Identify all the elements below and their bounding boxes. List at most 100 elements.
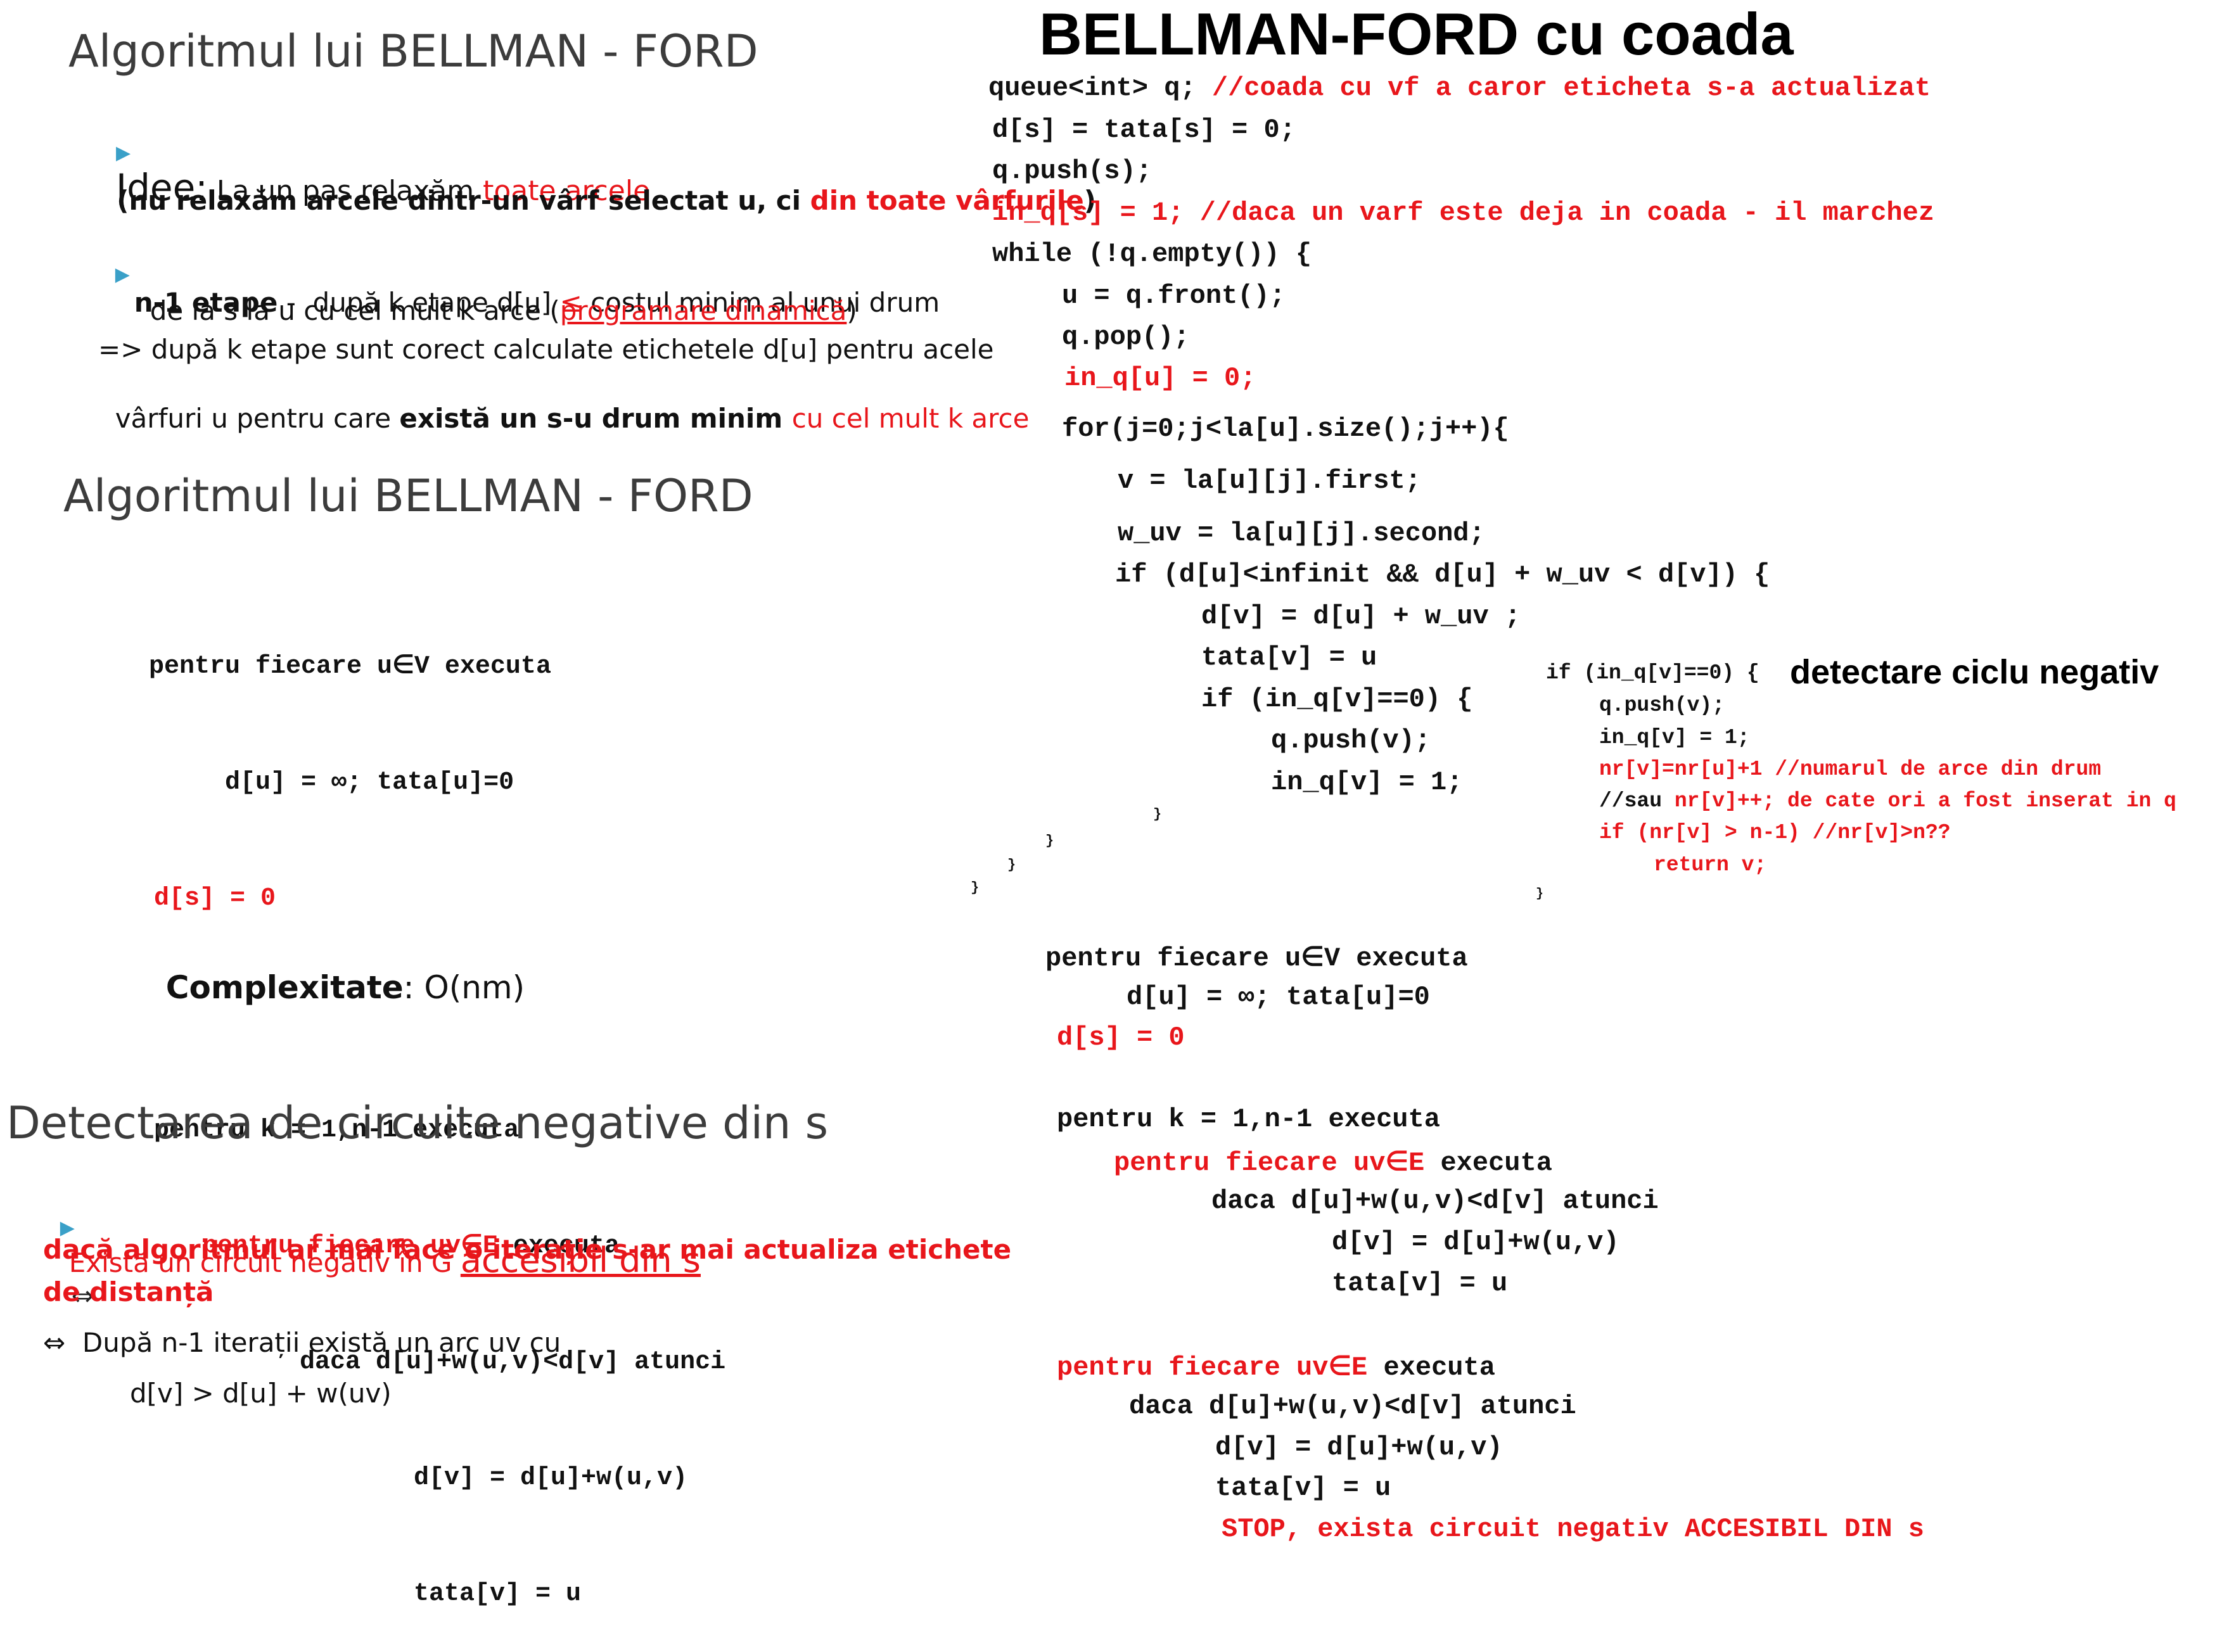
side-snippet: if (in_q[v]==0) { detectare ciclu negati… bbox=[1536, 652, 2176, 901]
code-line: q.pop(); bbox=[1062, 322, 1190, 352]
code-line-red: in_q[u] = 0; bbox=[1064, 363, 1256, 393]
bullet-arrow-icon: ▶ bbox=[60, 1217, 75, 1239]
stages-leq: ≤ bbox=[559, 287, 582, 318]
code-brace: } bbox=[971, 880, 980, 896]
idea-paren-a: (nu relaxăm arcele dintr-un vârf selecta… bbox=[117, 185, 810, 216]
iff-symbol: ⇔ bbox=[71, 1280, 94, 1311]
section3-bullet-text: Există un circuit negativ în G bbox=[68, 1247, 461, 1278]
section3-line2: dacă algoritmul ar mai face o iterație s… bbox=[43, 1234, 1012, 1265]
code-line: tata[v] = u bbox=[1201, 642, 1377, 673]
code-brace: } bbox=[1045, 833, 1054, 849]
code-inner-red: pentru fiecare uv∈E bbox=[202, 1232, 498, 1261]
code-line: pentru k = 1,n-1 executa bbox=[1057, 1104, 1440, 1134]
code-line: d[v] = d[u]+w(u,v) bbox=[1215, 1432, 1503, 1463]
code-brace: } bbox=[1153, 806, 1162, 822]
idea-text: La un pas relaxăm bbox=[207, 175, 483, 207]
code-line: q.push(v); bbox=[1271, 725, 1431, 756]
idea-label: Idee: bbox=[115, 166, 208, 209]
code-line-red: in_q[s] = 1; //daca un varf este deja in… bbox=[992, 198, 1935, 228]
code-line: if (d[u]<infinit && d[u] + w_uv < d[v]) … bbox=[1115, 559, 1770, 590]
code-red: pentru fiecare uv∈E bbox=[1114, 1148, 1425, 1178]
side-sau: //sau nr[v]++; de cate ori a fost insera… bbox=[1599, 789, 2176, 813]
complexity-value: : O(nm) bbox=[403, 969, 525, 1006]
code-line: for(j=0;j<la[u].size();j++){ bbox=[1062, 414, 1509, 444]
queue-code: queue<int> q; //coada cu vf a caror etic… bbox=[971, 73, 1934, 896]
idea-paren: (nu relaxăm arcele dintr-un vârf selecta… bbox=[98, 154, 1096, 216]
stages-bullet: ▶ n-1 etape - după k etape d[u] ≤ costul… bbox=[98, 225, 940, 318]
code-line: queue<int> q; //coada cu vf a caror etic… bbox=[988, 73, 1931, 103]
code-line: u = q.front(); bbox=[1062, 281, 1286, 311]
side-if-nr: if (nr[v] > n-1) //nr[v]>n?? bbox=[1599, 821, 1951, 844]
code-line: q.push(s); bbox=[992, 156, 1153, 186]
code-inner: pentru fiecare uv∈E executa bbox=[202, 1227, 725, 1266]
section3-line4: ⇔ După n-1 iterații există un arc uv cu bbox=[43, 1327, 561, 1358]
conclusion-line2-b: există un s-u drum minim bbox=[399, 403, 792, 434]
section2-title: Algoritmul lui BELLMAN - FORD bbox=[63, 470, 753, 522]
bullet-arrow-icon: ▶ bbox=[115, 264, 130, 286]
code-black: executa bbox=[1424, 1148, 1552, 1178]
queue-title: BELLMAN-FORD cu coada bbox=[1039, 1, 1794, 67]
code-line: pentru fiecare u∈V executa bbox=[149, 652, 551, 681]
section3-line3: de distanță bbox=[43, 1276, 214, 1307]
code-brace: } bbox=[1007, 857, 1016, 873]
code-assign2: tata[v] = u bbox=[414, 1580, 582, 1608]
idea-paren-b: ) bbox=[1083, 185, 1096, 216]
section3-bullet: ▶ Există un circuit negativ în G accesib… bbox=[43, 1178, 701, 1311]
code-line: pentru fiecare uv∈E executa bbox=[1114, 1145, 1552, 1178]
stages-line2: de la s la u cu cel mult k arce (program… bbox=[133, 264, 857, 326]
code-line: while (!q.empty()) { bbox=[992, 239, 1312, 269]
code-line: d[v] = d[u] + w_uv ; bbox=[1201, 601, 1521, 632]
idea-red: toate arcele bbox=[483, 175, 651, 207]
section3-line5: d[v] > d[u] + w(uv) bbox=[130, 1378, 392, 1409]
conclusion-line1: => după k etape sunt corect calculate et… bbox=[98, 334, 994, 365]
conclusion-line2: vârfuri u pentru care există un s-u drum… bbox=[98, 372, 1030, 434]
stages-link: programare dinamică bbox=[559, 295, 847, 326]
stages-bold: n-1 etape bbox=[134, 287, 278, 318]
code-red: pentru fiecare uv∈E bbox=[1057, 1352, 1368, 1383]
stages-line2-end: ) bbox=[846, 295, 857, 326]
idea-bullet: ▶ Idee: La un pas relaxăm toate arcele bbox=[98, 101, 650, 209]
stages-text2: costul minim al unui drum bbox=[582, 287, 940, 318]
stages-text: - după k etape d[u] bbox=[278, 287, 560, 318]
section2-code: pentru fiecare u∈V executa d[u] = ∞; tat… bbox=[149, 570, 725, 1652]
side-brace: } bbox=[1536, 887, 1544, 901]
section4-code: pentru fiecare u∈V executa d[u] = ∞; tat… bbox=[1045, 941, 1924, 1544]
queue-line1-black: queue<int> q; bbox=[988, 73, 1212, 103]
code-line: daca d[u]+w(u,v)<d[v] atunci bbox=[1129, 1391, 1576, 1421]
section3-bullet-link: accesibil din s bbox=[460, 1240, 701, 1280]
code-line: d[v] = d[u]+w(u,v) bbox=[1332, 1227, 1619, 1257]
code-line: v = la[u][j].first; bbox=[1118, 466, 1421, 496]
code-if: daca d[u]+w(u,v)<d[v] atunci bbox=[300, 1348, 726, 1376]
code-line: tata[v] = u bbox=[1215, 1473, 1391, 1503]
code-line: d[u] = ∞; tata[u]=0 bbox=[1127, 982, 1430, 1012]
side-nr: nr[v]=nr[u]+1 //numarul de arce din drum bbox=[1599, 758, 2102, 781]
side-push: q.push(v); bbox=[1599, 694, 1725, 717]
code-assign1: d[v] = d[u]+w(u,v) bbox=[414, 1464, 688, 1492]
code-line-red: d[s] = 0 bbox=[1057, 1022, 1185, 1053]
queue-line1-red: //coada cu vf a caror eticheta s-a actua… bbox=[1211, 73, 1931, 103]
complexity-label: Complexitate bbox=[165, 969, 404, 1006]
code-line: d[s] = tata[s] = 0; bbox=[992, 115, 1296, 145]
conclusion-line2-red: cu cel mult k arce bbox=[791, 403, 1030, 434]
side-if: if (in_q[v]==0) { bbox=[1546, 661, 1759, 685]
side-sau-red: nr[v]++; de cate ori a fost inserat in q bbox=[1674, 789, 2176, 813]
stages-line2-text: de la s la u cu cel mult k arce ( bbox=[150, 295, 560, 326]
side-inq: in_q[v] = 1; bbox=[1599, 726, 1750, 749]
code-line: pentru k = 1,n-1 executa bbox=[154, 1116, 520, 1145]
idea-paren-red: din toate vârfurile bbox=[810, 185, 1084, 216]
code-line: pentru fiecare uv∈E executa bbox=[1057, 1350, 1495, 1383]
side-label: detectare ciclu negativ bbox=[1790, 653, 2159, 691]
side-sau-black: //sau bbox=[1599, 789, 1675, 813]
code-line-red: STOP, exista circuit negativ ACCESIBIL D… bbox=[1222, 1514, 1924, 1544]
bullet-arrow-icon: ▶ bbox=[115, 142, 131, 164]
code-line: daca d[u]+w(u,v)<d[v] atunci bbox=[1211, 1186, 1659, 1216]
code-line: w_uv = la[u][j].second; bbox=[1118, 518, 1485, 549]
code-line: in_q[v] = 1; bbox=[1271, 767, 1463, 797]
section1-title: Algoritmul lui BELLMAN - FORD bbox=[68, 25, 758, 77]
conclusion-line2-a: vârfuri u pentru care bbox=[115, 403, 400, 434]
code-inner-black: executa bbox=[497, 1232, 620, 1261]
code-black: executa bbox=[1367, 1352, 1495, 1383]
code-line: tata[v] = u bbox=[1332, 1268, 1508, 1299]
code-line: d[u] = ∞; tata[u]=0 bbox=[149, 768, 514, 797]
code-line: if (in_q[v]==0) { bbox=[1201, 684, 1473, 715]
